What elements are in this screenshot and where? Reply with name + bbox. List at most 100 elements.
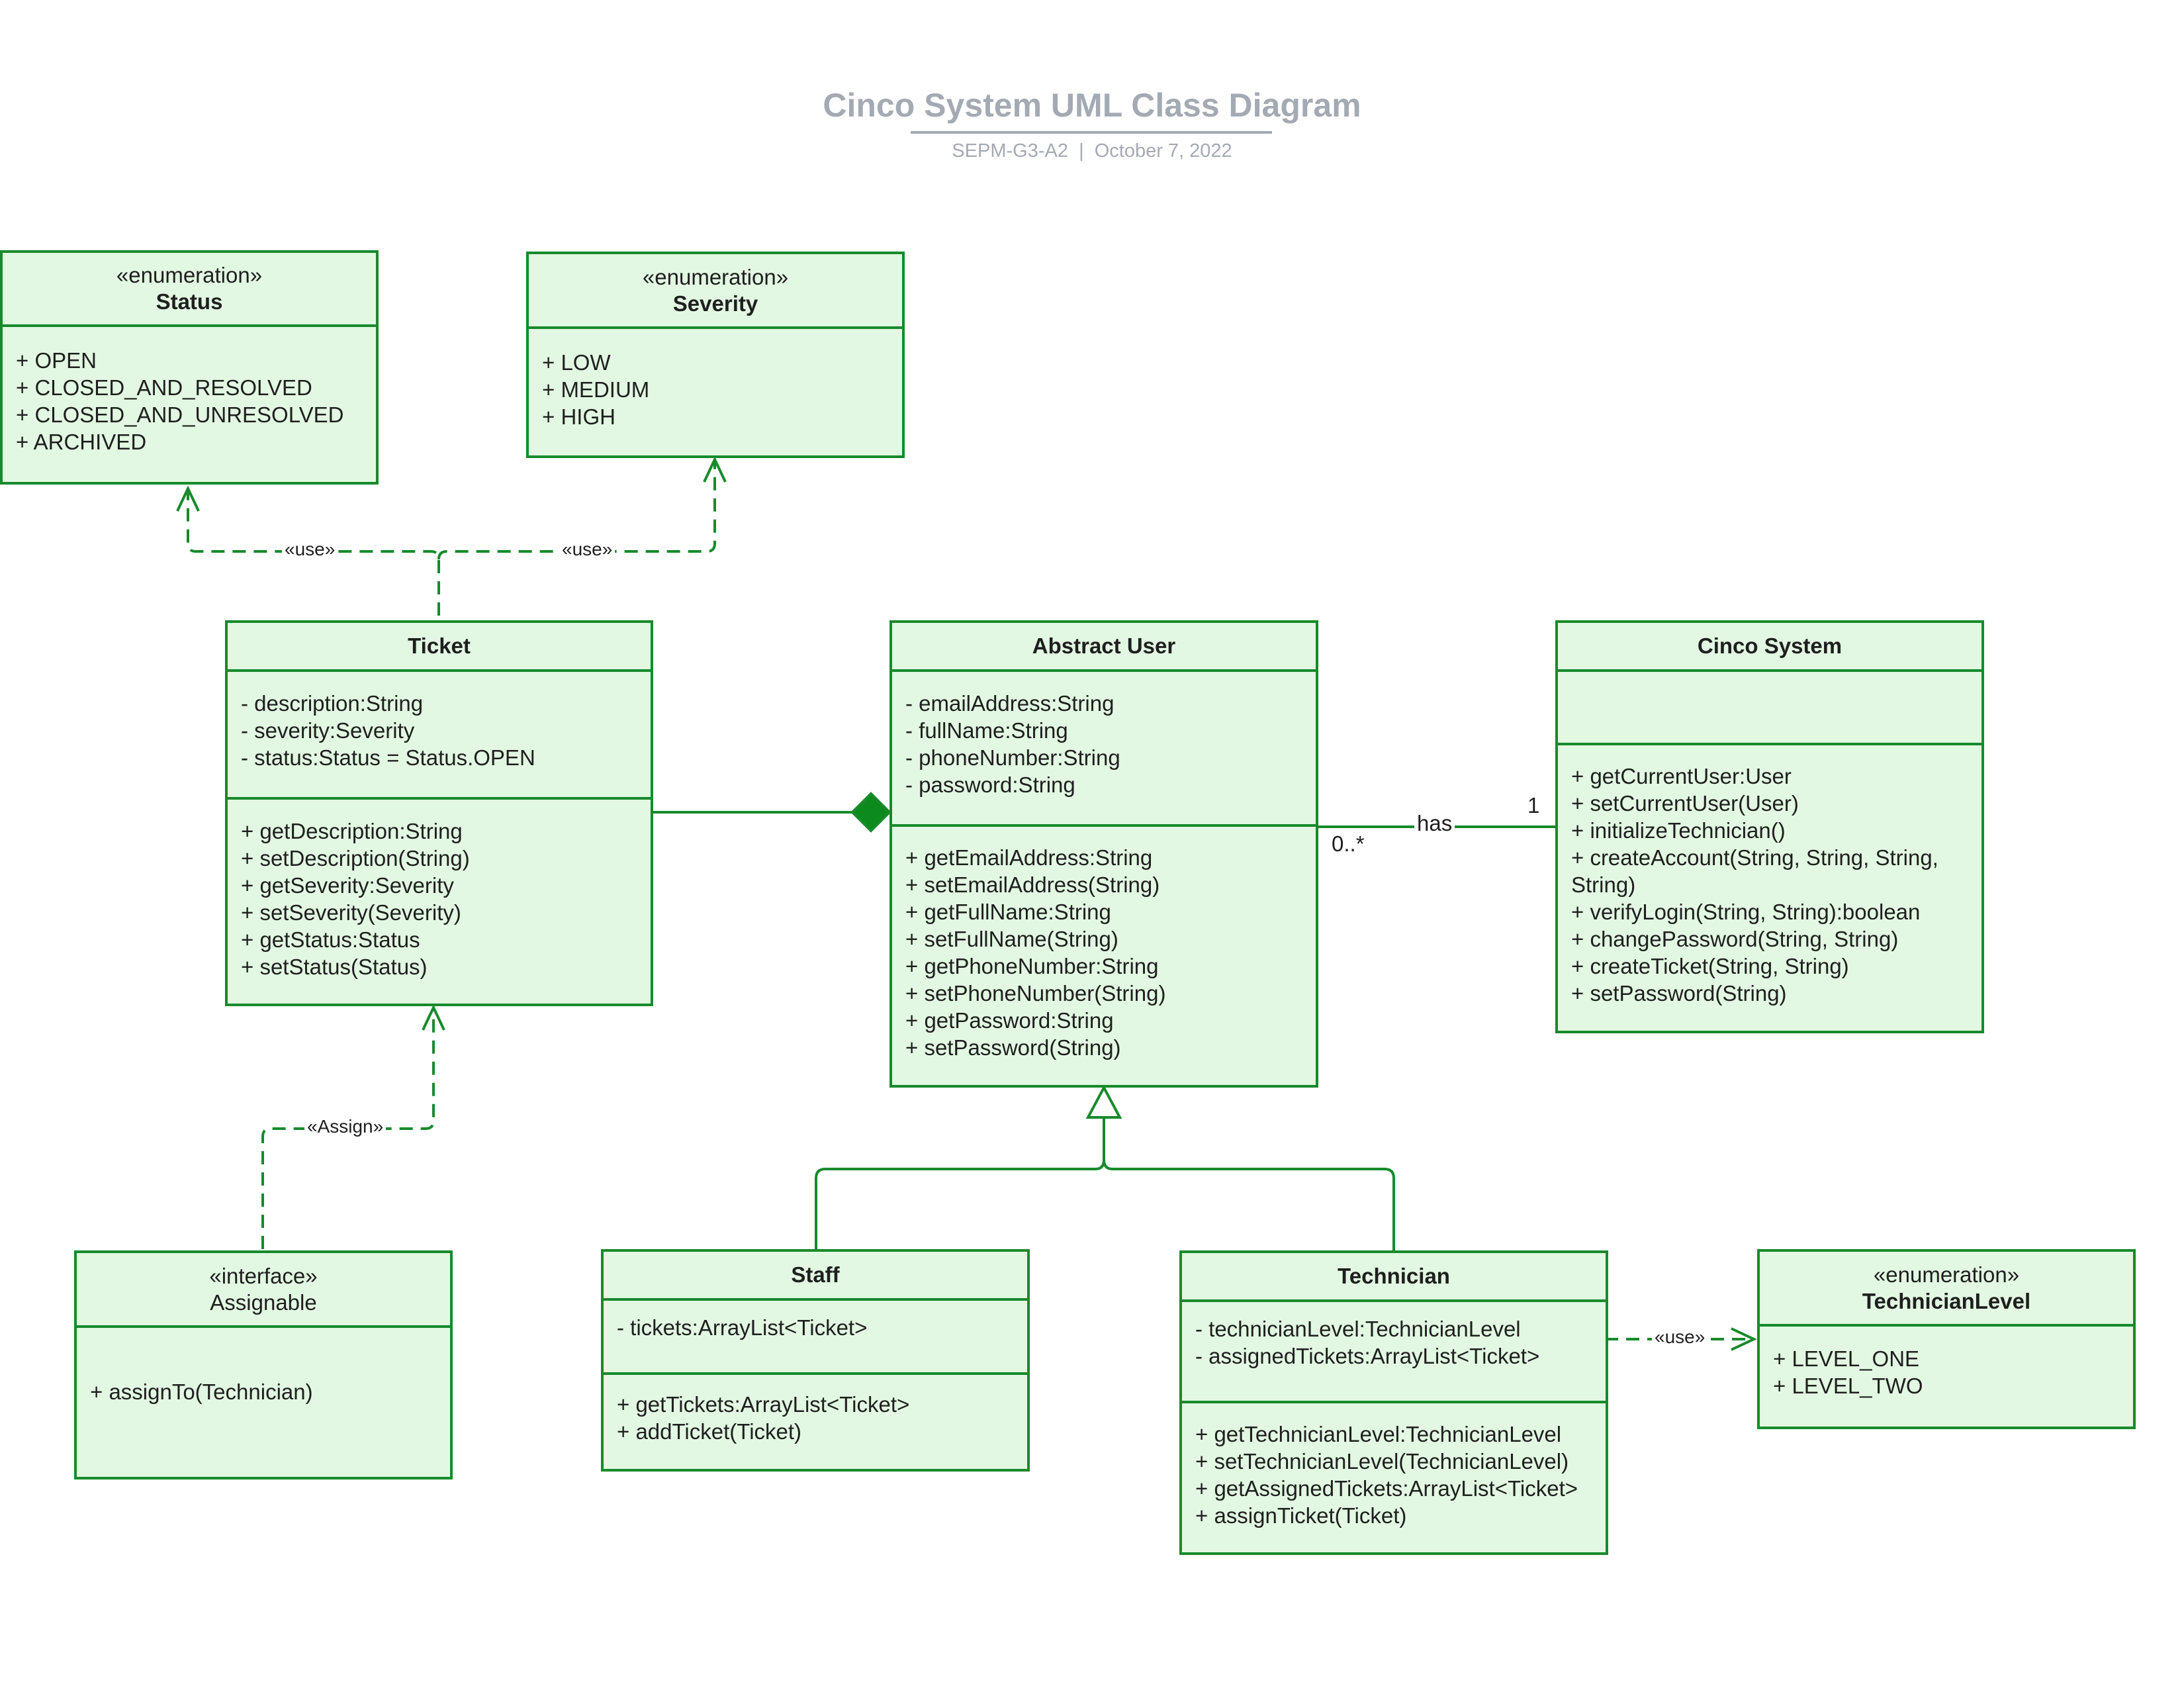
class-name: Status: [156, 289, 223, 314]
class-ticket[interactable]: Ticket - description:String - severity:S…: [225, 620, 653, 1006]
method: + verifyLogin(String, String):boolean: [1571, 900, 1921, 924]
class-header: Cinco System: [1558, 623, 1981, 672]
method: + initializeTechnician(): [1571, 818, 1786, 843]
method: + getTechnicianLevel:TechnicianLevel: [1195, 1422, 1562, 1446]
attribute: - fullName:String: [905, 718, 1068, 743]
class-header: «enumeration» Status: [3, 253, 376, 327]
attribute-list: + OPEN + CLOSED_AND_RESOLVED + CLOSED_AN…: [3, 327, 376, 455]
attribute: - emailAddress:String: [905, 691, 1115, 716]
method: + setDescription(String): [241, 846, 470, 870]
method: + getAssignedTickets:ArrayList<Ticket>: [1195, 1476, 1578, 1501]
method: + getTickets:ArrayList<Ticket>: [617, 1392, 910, 1417]
method: + setPassword(String): [1571, 981, 1787, 1006]
class-name: Staff: [791, 1262, 840, 1287]
method: + setPassword(String): [905, 1035, 1121, 1060]
ticket-severity-label: «use»: [559, 539, 615, 560]
method: + setFullName(String): [905, 927, 1118, 951]
stereotype: «interface»: [209, 1263, 318, 1288]
class-name: Technician: [1338, 1264, 1450, 1288]
class-name: Abstract User: [1032, 633, 1176, 658]
class-name: TechnicianLevel: [1862, 1288, 2031, 1313]
class-header: «interface» Assignable: [77, 1253, 450, 1328]
attribute: - description:String: [241, 691, 424, 716]
attribute: - technicianLevel:TechnicianLevel: [1195, 1317, 1521, 1341]
class-name: Ticket: [408, 633, 471, 658]
class-name: Cinco System: [1697, 633, 1843, 658]
method-list: + getCurrentUser:User + setCurrentUser(U…: [1558, 745, 1981, 1007]
method-list: + assignTo(Technician): [77, 1328, 450, 1405]
method: + getSeverity:Severity: [241, 873, 454, 898]
class-staff[interactable]: Staff - tickets:ArrayList<Ticket> + getT…: [601, 1249, 1030, 1472]
attribute: - tickets:ArrayList<Ticket>: [617, 1315, 868, 1340]
method-list: + getTickets:ArrayList<Ticket> + addTick…: [604, 1375, 1027, 1445]
multiplicity-user: 0..*: [1332, 831, 1365, 856]
method: + getEmailAddress:String: [905, 845, 1153, 870]
ticket-severity-dependency: [437, 459, 715, 560]
attribute: + CLOSED_AND_UNRESOLVED: [16, 402, 344, 427]
method: + setStatus(Status): [241, 955, 428, 979]
method: + setTechnicianLevel(TechnicianLevel): [1195, 1449, 1569, 1474]
class-name: Severity: [672, 291, 758, 316]
method: + changePassword(String, String): [1571, 927, 1899, 951]
technician-generalization-line: [1103, 1159, 1395, 1250]
method: + assignTo(Technician): [90, 1380, 313, 1404]
attribute: + LEVEL_ONE: [1773, 1346, 1920, 1371]
attribute: - phoneNumber:String: [905, 745, 1120, 770]
association-label-has: has: [1414, 811, 1455, 836]
method: + createAccount(String, String, String,: [1571, 845, 1938, 870]
method-list: + getTechnicianLevel:TechnicianLevel + s…: [1182, 1403, 1606, 1529]
attribute: + ARCHIVED: [16, 430, 147, 454]
class-assignable[interactable]: «interface» Assignable + assignTo(Techni…: [74, 1250, 453, 1479]
assignable-ticket-label: «Assign»: [304, 1116, 387, 1137]
method: String): [1571, 872, 1636, 897]
stereotype: «enumeration»: [116, 263, 263, 287]
attribute-list: - description:String - severity:Severity…: [228, 672, 651, 800]
generalization-triangle: [1085, 1084, 1122, 1119]
attribute: - password:String: [905, 773, 1075, 797]
ticket-status-label: «use»: [282, 539, 338, 560]
method: + getPassword:String: [905, 1008, 1114, 1033]
class-severity[interactable]: «enumeration» Severity + LOW + MEDIUM + …: [526, 252, 905, 458]
attribute-list: - tickets:ArrayList<Ticket>: [604, 1301, 1027, 1375]
attribute: + OPEN: [16, 348, 97, 373]
class-status[interactable]: «enumeration» Status + OPEN + CLOSED_AND…: [0, 250, 379, 485]
class-header: Ticket: [228, 623, 651, 672]
multiplicity-system: 1: [1527, 793, 1540, 818]
method: + setSeverity(Severity): [241, 900, 461, 925]
attribute: + LOW: [542, 350, 611, 375]
class-abstract-user[interactable]: Abstract User - emailAddress:String - fu…: [889, 620, 1318, 1088]
method: + assignTicket(Ticket): [1195, 1503, 1407, 1528]
method: + getStatus:Status: [241, 927, 420, 952]
attribute: + LEVEL_TWO: [1773, 1374, 1923, 1398]
class-header: Technician: [1182, 1253, 1606, 1302]
method: + getCurrentUser:User: [1571, 764, 1792, 788]
page-subtitle: SEPM-G3-A2 | October 7, 2022: [952, 140, 1232, 162]
staff-generalization-line: [815, 1117, 1105, 1249]
attribute: - status:Status = Status.OPEN: [241, 745, 535, 770]
method: + setPhoneNumber(String): [905, 981, 1166, 1006]
attribute-list: [1558, 672, 1981, 745]
attribute: + HIGH: [542, 404, 615, 429]
class-name: Assignable: [210, 1289, 317, 1315]
method-list: + getEmailAddress:String + setEmailAddre…: [892, 827, 1316, 1061]
class-technician-level[interactable]: «enumeration» TechnicianLevel + LEVEL_ON…: [1757, 1249, 2136, 1429]
attribute: - severity:Severity: [241, 718, 415, 743]
class-header: «enumeration» Severity: [529, 254, 902, 329]
stereotype: «enumeration»: [642, 264, 789, 289]
attribute-list: + LEVEL_ONE + LEVEL_TWO: [1760, 1327, 2133, 1399]
method: + getDescription:String: [241, 819, 463, 843]
technician-level-label: «use»: [1652, 1327, 1708, 1348]
method: + setEmailAddress(String): [905, 872, 1160, 897]
stereotype: «enumeration»: [1873, 1262, 2020, 1287]
class-cinco-system[interactable]: Cinco System + getCurrentUser:User + set…: [1555, 620, 1984, 1033]
method-list: + getDescription:String + setDescription…: [228, 800, 651, 980]
attribute: - assignedTickets:ArrayList<Ticket>: [1195, 1344, 1540, 1368]
attribute-list: + LOW + MEDIUM + HIGH: [529, 329, 902, 430]
class-header: «enumeration» TechnicianLevel: [1760, 1252, 2133, 1327]
class-technician[interactable]: Technician - technicianLevel:TechnicianL…: [1179, 1250, 1608, 1555]
method: + addTicket(Ticket): [617, 1419, 802, 1444]
page-title: Cinco System UML Class Diagram: [823, 87, 1361, 124]
composition-diamond: [850, 792, 891, 833]
class-header: Staff: [604, 1252, 1027, 1301]
